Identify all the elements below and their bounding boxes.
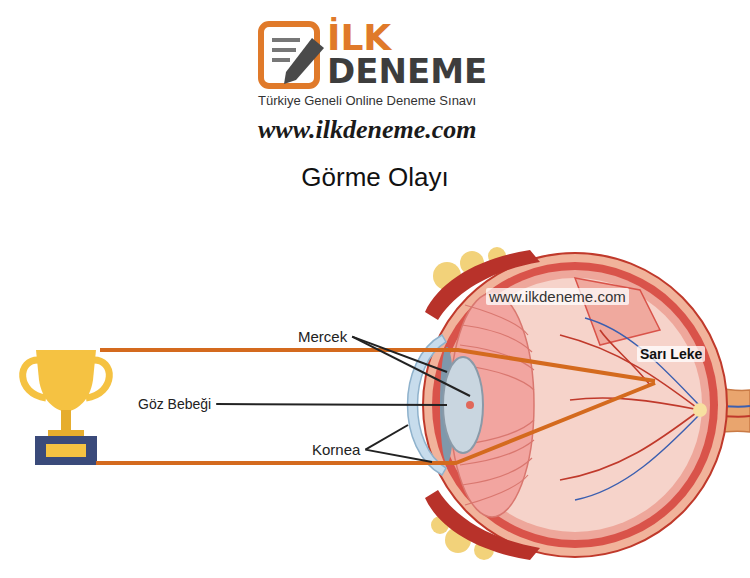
leader-line [216,403,447,406]
leader-line [352,337,447,372]
leader-line [365,425,408,450]
lens [443,357,483,453]
part-label: Mercek [298,328,347,345]
part-label: Kornea [312,441,360,458]
part-label: Göz Bebeği [138,396,211,412]
vitreous [448,278,702,532]
choroid [432,262,718,548]
trophy [23,350,110,465]
part-label: Sarı Leke [637,346,705,362]
watermark: www.ilkdeneme.com [486,288,629,305]
logo-icon [261,24,324,86]
website-url: www.ilkdeneme.com [258,115,477,145]
leader-line [352,337,470,396]
sclera [423,253,727,557]
light-ray [96,350,655,463]
leader-line [365,450,432,462]
retina [440,270,710,540]
logo-slogan: Türkiye Geneli Online Deneme Sınavı [258,94,476,109]
logo-word: DENEME [327,52,487,91]
diagram-title: Görme Olayı [0,163,750,193]
